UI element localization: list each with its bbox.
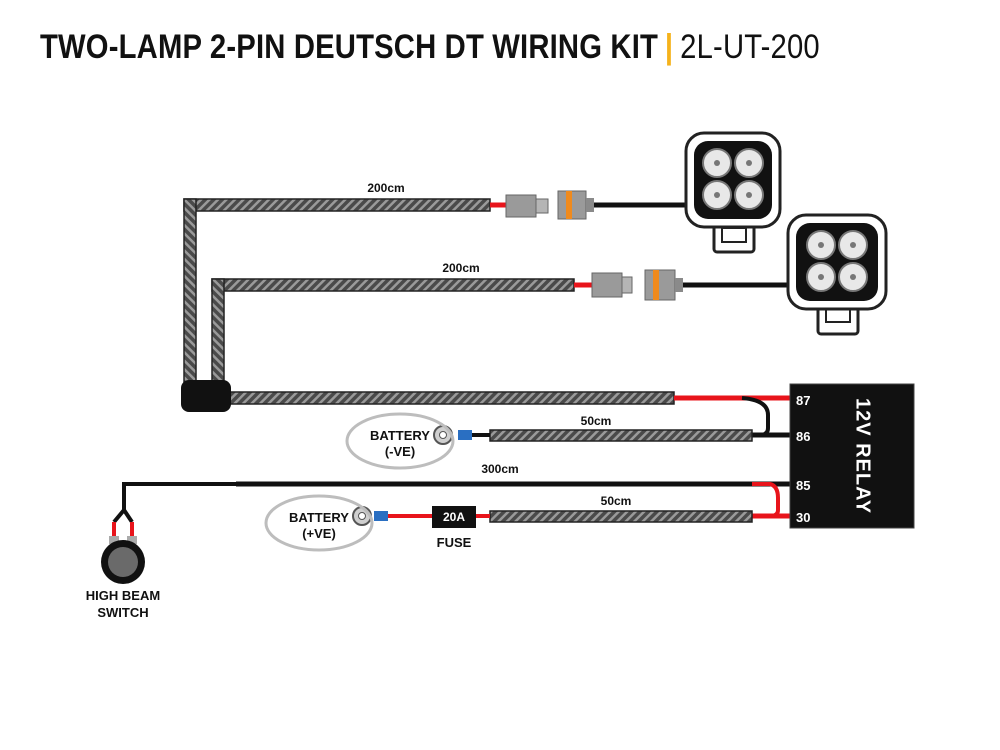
title-main: TWO-LAMP 2-PIN DEUTSCH DT WIRING KIT: [40, 28, 659, 66]
battery-negative-outline: [345, 412, 455, 470]
relay-pin-86: 86: [796, 429, 810, 444]
positive-cable-length: 50cm: [601, 494, 632, 508]
battery-positive-cable: [352, 506, 753, 528]
lamp2-connector-assembly: [574, 269, 792, 301]
relay-wires: [236, 395, 790, 519]
relay-pin-87: 87: [796, 393, 810, 408]
led-lamp-2: [786, 213, 888, 336]
battery-negative-label: BATTERY: [370, 428, 430, 443]
battery-positive-label: BATTERY: [289, 510, 349, 525]
deutsch-plug-female: [644, 269, 676, 301]
title-part-code: 2L-UT-200: [680, 28, 820, 66]
switch-label-line1: HIGH BEAM: [86, 588, 160, 603]
switch-wires: [109, 482, 236, 544]
lamp1-connector-assembly: [490, 190, 690, 220]
fuse-rating: 20A: [443, 510, 465, 524]
switch-cable-length: 300cm: [481, 462, 518, 476]
lamp2-cable-length: 200cm: [442, 261, 479, 275]
harness-splice-block: [181, 380, 231, 412]
deutsch-plug-male: [505, 194, 537, 218]
relay-label: 12V RELAY: [852, 398, 874, 514]
battery-negative-cable: [433, 425, 753, 445]
relay-pin-85: 85: [796, 478, 810, 493]
relay-12v: 12V RELAY 87 86 85 30: [789, 383, 915, 529]
fuse-label: FUSE: [437, 535, 472, 550]
negative-cable-length: 50cm: [581, 414, 612, 428]
page-title: TWO-LAMP 2-PIN DEUTSCH DT WIRING KIT|2L-…: [40, 28, 820, 78]
battery-positive-polarity: (+VE): [302, 526, 336, 541]
switch-label-line2: SWITCH: [97, 605, 148, 620]
inline-fuse-holder: [432, 506, 476, 528]
high-beam-switch: [101, 540, 145, 584]
deutsch-plug-male: [591, 272, 623, 298]
battery-positive-outline: [264, 494, 374, 552]
led-lamp-1: [684, 131, 782, 254]
main-harness-loom: [181, 198, 675, 412]
battery-negative-polarity: (-VE): [385, 444, 415, 459]
lamp1-cable-length: 200cm: [367, 181, 404, 195]
title-separator: |: [664, 28, 674, 66]
relay-pin-30: 30: [796, 510, 810, 525]
